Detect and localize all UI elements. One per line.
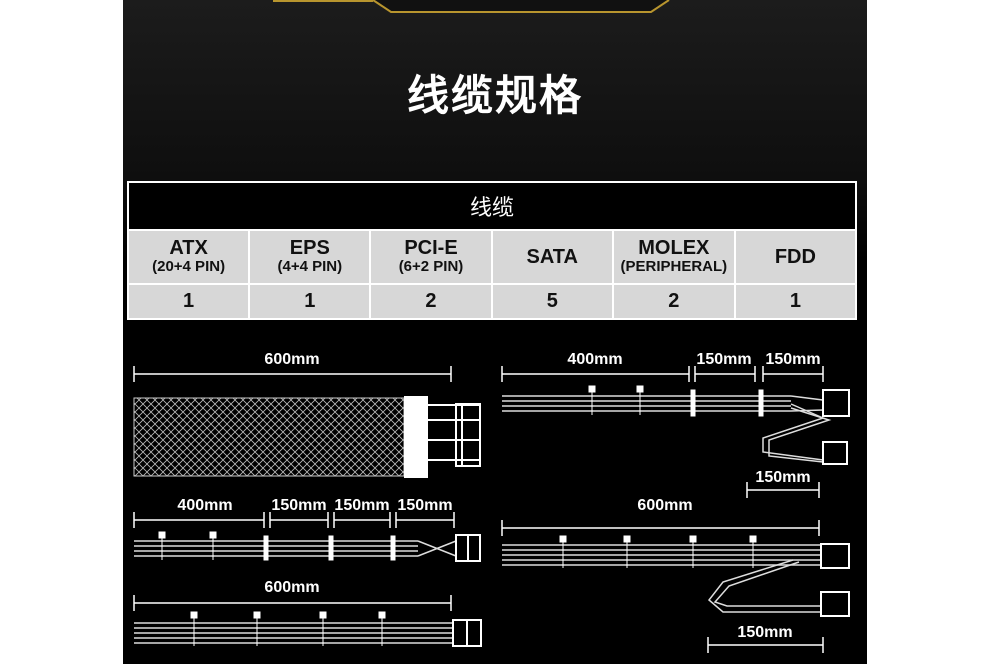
count-eps: 1: [248, 283, 372, 320]
cell-name: PCI-E: [404, 237, 458, 259]
atx-cable-diagram: 600mm: [133, 351, 481, 478]
count-atx: 1: [126, 283, 251, 320]
sata-cable-diagram: 400mm 150mm 150mm 150mm: [133, 497, 481, 562]
count-fdd: 1: [733, 283, 858, 320]
count-sata: 5: [490, 283, 614, 320]
pcie-length-label: 600mm: [637, 497, 692, 514]
cell-sub: (4+4 PIN): [277, 258, 343, 275]
cell-name: MOLEX: [638, 237, 710, 259]
molex-seg2-label: 150mm: [696, 351, 751, 368]
column-pcie: PCI-E (6+2 PIN): [369, 229, 493, 285]
cell-name: FDD: [774, 246, 816, 268]
table-row-counts: 1 1 2 5 2 1: [126, 283, 858, 320]
sata-seg1-label: 400mm: [177, 497, 232, 514]
table-header: 线缆: [127, 181, 857, 231]
sata-seg2-label: 150mm: [271, 497, 326, 514]
cell-name: EPS: [289, 237, 330, 259]
cell-sub: (6+2 PIN): [398, 258, 464, 275]
cable-diagrams: 600mm: [133, 351, 850, 653]
count-molex: 2: [611, 283, 736, 320]
sata-seg4-label: 150mm: [397, 497, 452, 514]
molex-seg4-label: 150mm: [755, 469, 810, 486]
cell-sub: (PERIPHERAL): [620, 258, 728, 275]
column-eps: EPS (4+4 PIN): [248, 229, 372, 285]
eps-length-label: 600mm: [264, 579, 319, 596]
molex-seg1-label: 400mm: [567, 351, 622, 368]
column-sata: SATA: [490, 229, 614, 285]
count-pcie: 2: [369, 283, 493, 320]
table-row-types: ATX (20+4 PIN) EPS (4+4 PIN) PCI-E (6+2 …: [126, 229, 858, 285]
column-atx: ATX (20+4 PIN): [126, 229, 251, 285]
cell-sub: (20+4 PIN): [152, 258, 226, 275]
pcie-tail-label: 150mm: [737, 624, 792, 641]
molex-seg3-label: 150mm: [765, 351, 820, 368]
eps-cable-diagram: 600mm: [133, 579, 482, 647]
gold-frame-decoration: [273, 0, 670, 13]
pcie-cable-diagram: 600mm 150mm: [501, 497, 850, 653]
spec-panel: 线缆规格 线缆 ATX (20+4 PIN) EPS (4+4 PIN) PCI…: [123, 0, 867, 664]
atx-length-label: 600mm: [264, 351, 319, 368]
page-title: 线缆规格: [406, 71, 583, 120]
column-fdd: FDD: [733, 229, 858, 285]
cell-name: SATA: [526, 246, 578, 268]
cable-spec-table: 线缆 ATX (20+4 PIN) EPS (4+4 PIN) PCI-E (6…: [126, 181, 858, 320]
sata-seg3-label: 150mm: [334, 497, 389, 514]
column-molex: MOLEX (PERIPHERAL): [611, 229, 736, 285]
molex-cable-diagram: 400mm 150mm 150mm 150mm: [501, 351, 850, 498]
cell-name: ATX: [169, 237, 208, 259]
